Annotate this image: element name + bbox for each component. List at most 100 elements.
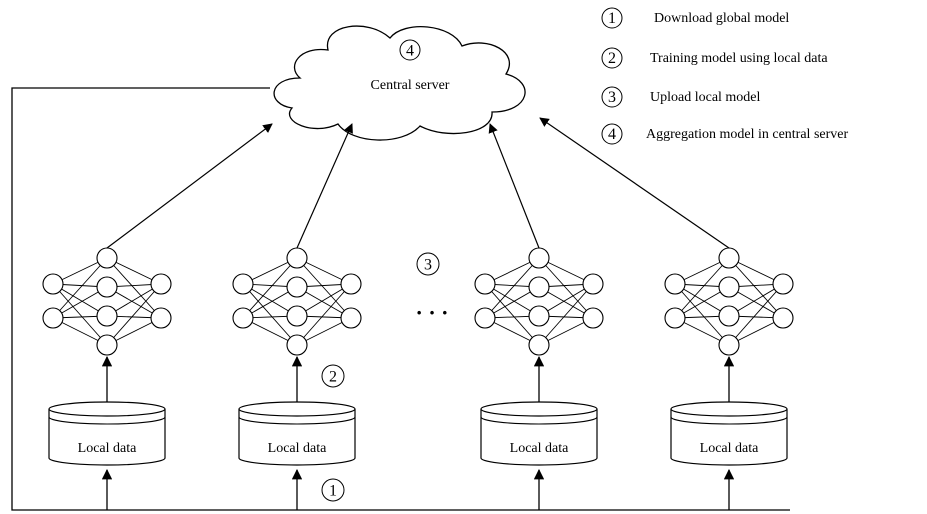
nn-node [664,307,686,329]
nn-node [96,276,118,298]
legend-text-3: Upload local model [650,90,761,105]
nn-node [474,307,496,329]
neural-network-icon [474,247,604,356]
local-data-database-icon: Local data [238,401,356,466]
nn-node [718,247,740,269]
nn-edge [484,257,540,319]
nn-node [286,305,308,327]
download-step-marker: 1 [321,478,345,502]
nn-edge [728,257,784,319]
nn-edge [296,283,352,346]
nn-node [42,307,64,329]
local-data-database-icon: Local data [670,401,788,466]
nn-edge [674,283,730,346]
nn-edge [484,283,540,346]
database-body [670,409,788,466]
legend-num-1: 1 [608,10,616,27]
train-step-number: 2 [329,369,337,386]
server-step-number: 4 [406,43,414,60]
client-1: Local data [42,123,273,510]
database-top [480,401,598,417]
nn-edge [242,283,298,346]
nn-node [96,247,118,269]
upload-step-marker: 3 [416,252,440,276]
legend-item-4: 4 Aggregation model in central server [601,123,848,145]
client-4: Local data [539,117,794,510]
nn-node [286,247,308,269]
upload-arrow [106,123,273,249]
upload-arrow [539,117,730,249]
upload-arrow [488,123,540,249]
nn-edge [52,257,108,319]
database-top [48,401,166,417]
nn-edge [106,283,162,346]
legend-item-2: 2 Training model using local data [601,47,828,69]
nn-node [528,276,550,298]
legend-text-1: Download global model [654,11,789,26]
legend-item-1: 1 Download global model [601,7,789,29]
client-2: Local data [232,123,362,510]
nn-edge [296,257,352,319]
local-data-label: Local data [268,441,327,456]
nn-node [286,334,308,356]
database-body [48,409,166,466]
neural-network-icon [232,247,362,356]
client-3: Local data [474,123,604,510]
nn-node [718,305,740,327]
nn-node [340,273,362,295]
server-label: Central server [371,78,450,93]
neural-network-icon [42,247,172,356]
legend: 1 Download global model 2 Training model… [601,7,848,145]
nn-node [528,334,550,356]
local-data-database-icon: Local data [480,401,598,466]
nn-node [96,305,118,327]
nn-node [232,273,254,295]
train-step-marker: 2 [321,364,345,388]
nn-edge [242,257,298,319]
database-ring [670,416,788,425]
nn-node [42,273,64,295]
database-ring [480,416,598,425]
local-data-label: Local data [700,441,759,456]
nn-node [150,307,172,329]
legend-item-3: 3 Upload local model [601,86,761,108]
database-body [480,409,598,466]
local-data-database-icon: Local data [48,401,166,466]
nn-edge [538,257,594,319]
server-step-marker: 4 [399,39,421,61]
nn-node [718,276,740,298]
database-top [670,401,788,417]
clients-layer: Local data Local data Local data Local data [42,117,794,510]
nn-edge [106,257,162,319]
database-top [238,401,356,417]
upload-step-number: 3 [424,257,432,274]
local-data-label: Local data [510,441,569,456]
nn-node [772,273,794,295]
legend-text-4: Aggregation model in central server [646,127,848,142]
nn-node [582,273,604,295]
nn-edge [674,257,730,319]
nn-edge [52,283,108,346]
legend-text-2: Training model using local data [650,51,828,66]
download-step-number: 1 [329,483,337,500]
nn-node [232,307,254,329]
legend-num-2: 2 [608,50,616,67]
central-server-cloud [273,25,526,141]
local-data-label: Local data [78,441,137,456]
nn-node [474,273,496,295]
nn-edge [538,283,594,346]
download-loop-line [11,87,790,511]
legend-num-3: 3 [608,89,616,106]
nn-node [664,273,686,295]
database-ring [48,416,166,425]
ellipsis: · · · [415,300,448,325]
nn-node [528,305,550,327]
upload-arrow [296,123,353,249]
database-ring [238,416,356,425]
nn-node [582,307,604,329]
neural-network-icon [664,247,794,356]
database-body [238,409,356,466]
nn-node [96,334,118,356]
nn-node [340,307,362,329]
